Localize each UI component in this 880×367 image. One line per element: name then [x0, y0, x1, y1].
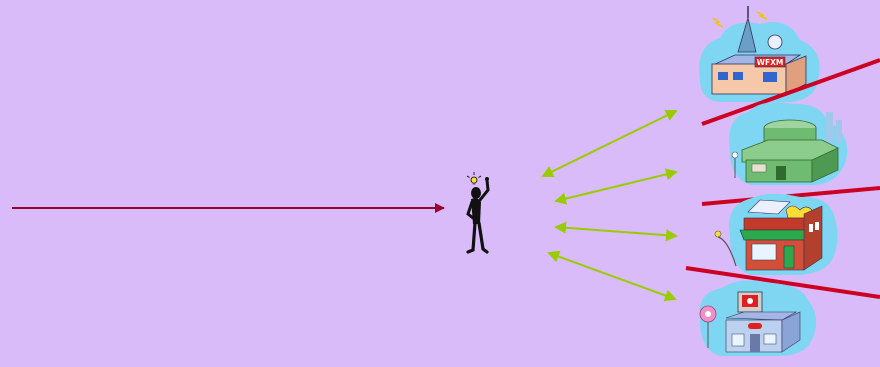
storefront-building-icon	[715, 194, 838, 275]
thinking-person-icon	[467, 172, 489, 252]
double-arrow-4	[549, 253, 675, 299]
computer-store-building-icon	[699, 280, 816, 356]
stadium-building-icon	[729, 102, 847, 185]
double-arrow-2	[556, 172, 676, 201]
double-arrow-1	[543, 111, 676, 176]
double-arrow-3	[556, 227, 676, 236]
radio-station-sign: WFXM	[757, 58, 784, 67]
